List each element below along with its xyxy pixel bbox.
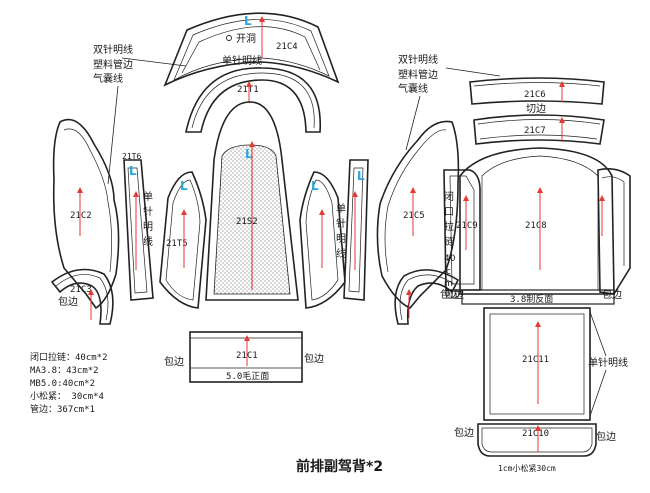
c10-bottom-label: 1cm小松紧30cm: [498, 463, 556, 473]
binding-label-left: 包边: [58, 295, 78, 308]
single-stitch-vertical-r2: 针: [336, 217, 346, 230]
sheet-title: 前排副驾背*2: [296, 458, 383, 475]
single-stitch-vertical-r1: 单: [336, 203, 346, 215]
piece-21c1: 21C1 5.0毛正面 包边 包边: [164, 331, 324, 383]
piece-21c10: 21C10 包边 包边 1cm小松紧30cm: [454, 423, 616, 473]
piece-label-21c5: 21C5: [403, 211, 425, 221]
piece-label-21t5: 21T5: [166, 239, 188, 249]
piece-label-21c2: 21C2: [70, 211, 92, 221]
single-stitch-label-top: 单针明线: [222, 54, 262, 67]
zipper-label-7: m: [444, 279, 453, 289]
piece-21c4: 开洞 21C4 L: [163, 12, 340, 87]
piece-21c7: 21C7: [473, 114, 605, 145]
single-stitch-vertical-4: 线: [143, 235, 153, 248]
piece-21t6: 21T6 L 单 针 明 线: [122, 152, 154, 301]
piece-label-21c4: 21C4: [276, 42, 298, 52]
zipper-label-3: 拉: [444, 220, 454, 233]
piece-21c11: 21C11 单针明线: [483, 307, 628, 421]
single-stitch-vertical-2: 针: [143, 205, 153, 218]
piece-21c3: 21C3 包边: [50, 268, 114, 325]
double-stitch-label-right: 双针明线: [398, 53, 438, 66]
zipper-label-1: 闭: [444, 190, 454, 203]
piece-21c5: 21C5: [376, 120, 460, 309]
piece-label-21c7: 21C7: [524, 126, 546, 136]
piece-21s2: L 21S2: [205, 101, 299, 301]
piece-label-21c6: 21C6: [524, 90, 546, 100]
l-mark: L: [180, 179, 188, 193]
single-stitch-vertical-1: 单: [143, 191, 153, 203]
single-stitch-label-c11: 单针明线: [588, 356, 628, 369]
zipper-label-6: c: [446, 267, 451, 277]
piece-21c2: 21C2: [52, 118, 120, 310]
note-3: MB5.0:40cm*2: [30, 379, 95, 389]
l-mark: L: [245, 147, 253, 161]
piece-21c6: 21C6 切边: [469, 77, 605, 115]
left-annotations: 双针明线 塑料管边 气囊线: [93, 43, 187, 185]
piece-21c9: 21C9 闭 口 拉 链 40 c m 包边: [440, 169, 481, 301]
double-stitch-label-left: 双针明线: [93, 43, 133, 56]
single-stitch-vertical-3: 明: [143, 221, 153, 233]
piece-21t1: 单针明线 21T1: [185, 54, 321, 133]
piece-21t5: L 21T5: [159, 171, 207, 309]
note-5: 管边：367cm*1: [30, 403, 95, 415]
binding-label-c1-left: 包边: [164, 355, 184, 368]
note-2: MA3.8：43cm*2: [30, 366, 99, 376]
plastic-piping-label-left: 塑料管边: [93, 58, 133, 71]
piece-label-21c9: 21C9: [456, 221, 478, 231]
piece-label-21c11: 21C11: [522, 355, 549, 365]
airbag-line-label-right: 气囊线: [398, 82, 428, 95]
l-mark: L: [311, 179, 319, 193]
airbag-line-label-left: 气囊线: [93, 72, 123, 85]
piece-label-21s2: 21S2: [236, 217, 258, 227]
l-mark: L: [129, 164, 137, 178]
binding-label-c8: 包边: [602, 288, 622, 301]
zipper-label-2: 口: [444, 207, 454, 218]
piece-21t5-mirror: L: [299, 171, 346, 309]
binding-label-c9: 包边: [440, 288, 460, 301]
piece-label-21c10: 21C10: [522, 429, 549, 439]
piece-label-21t1: 21T1: [237, 85, 259, 95]
hole-icon: [226, 35, 232, 41]
zipper-label-4: 链: [444, 235, 454, 248]
l-mark: L: [244, 14, 252, 28]
single-stitch-vertical-r4: 线: [336, 247, 346, 260]
material-notes: 闭口拉链：40cm*2 MA3.8：43cm*2 MB5.0:40cm*2 小松…: [30, 351, 108, 415]
c8-bottom-label: 3.8制反面: [510, 293, 553, 305]
note-1: 闭口拉链：40cm*2: [30, 351, 108, 363]
l-mark: L: [357, 169, 365, 183]
binding-label-c1-right: 包边: [304, 352, 324, 365]
binding-label-c5: 包边: [444, 288, 464, 301]
binding-label-c10-left: 包边: [454, 426, 474, 439]
note-4: 小松紧： 30cm*4: [30, 390, 104, 402]
binding-label-c10-right: 包边: [596, 430, 616, 443]
piece-21c8: 21C8 3.8制反面 包边: [459, 147, 631, 305]
piece-21c3-mirror: 包边: [394, 269, 464, 325]
cut-edge-label: 切边: [526, 103, 546, 115]
plastic-piping-label-right: 塑料管边: [398, 68, 438, 81]
open-hole-label: 开洞: [236, 33, 256, 45]
zipper-label-5: 40: [444, 254, 456, 264]
piece-label-21c3: 21C3: [70, 285, 92, 295]
right-annotations: 双针明线 塑料管边 气囊线: [398, 53, 501, 151]
piece-label-21c8: 21C8: [525, 221, 547, 231]
piece-label-21t6: 21T6: [122, 152, 141, 161]
c1-bottom-label: 5.0毛正面: [226, 370, 269, 382]
